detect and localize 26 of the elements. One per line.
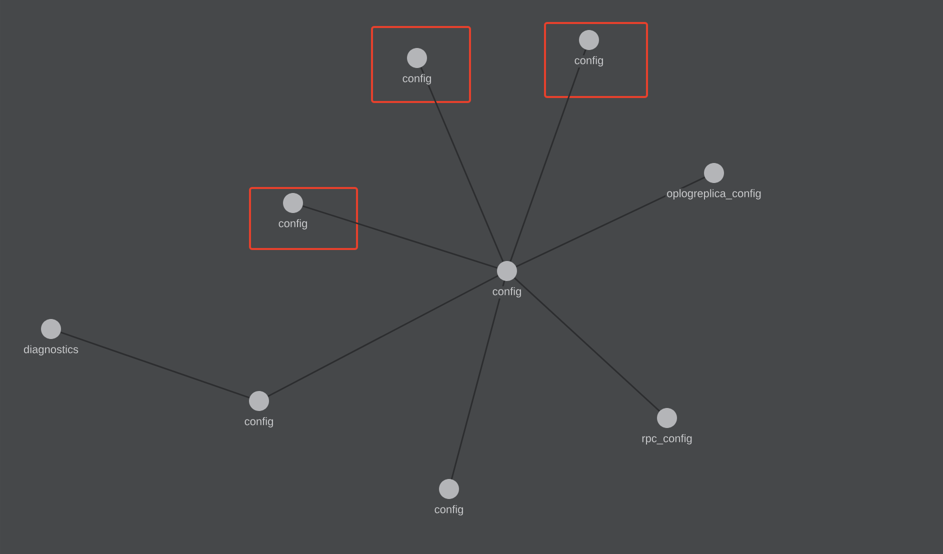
node-circle (249, 391, 269, 411)
node-label: diagnostics (22, 344, 80, 356)
node-circle (704, 163, 724, 183)
node-label: oplogreplica_config (666, 188, 762, 200)
node-circle (407, 48, 427, 68)
node-label: config (573, 55, 605, 68)
connector-line (268, 275, 498, 397)
node-label: config (491, 286, 523, 298)
connector-line (516, 176, 706, 268)
node-label: config (277, 218, 309, 230)
node-circle (579, 30, 599, 50)
node-circle (497, 261, 517, 281)
connector-line (420, 67, 504, 262)
connector-line (450, 280, 506, 480)
node-circle (41, 319, 61, 339)
connector-line (514, 277, 660, 412)
node-label: config (401, 73, 433, 86)
node-circle (657, 408, 677, 428)
connector-line (60, 332, 250, 398)
connector-line (510, 49, 586, 262)
node-circle (283, 193, 303, 213)
node-circle (439, 479, 459, 499)
node-label: rpc_config (640, 433, 694, 446)
node-label: config (243, 416, 275, 428)
connector-line (302, 205, 498, 269)
node-label: config (433, 504, 465, 516)
